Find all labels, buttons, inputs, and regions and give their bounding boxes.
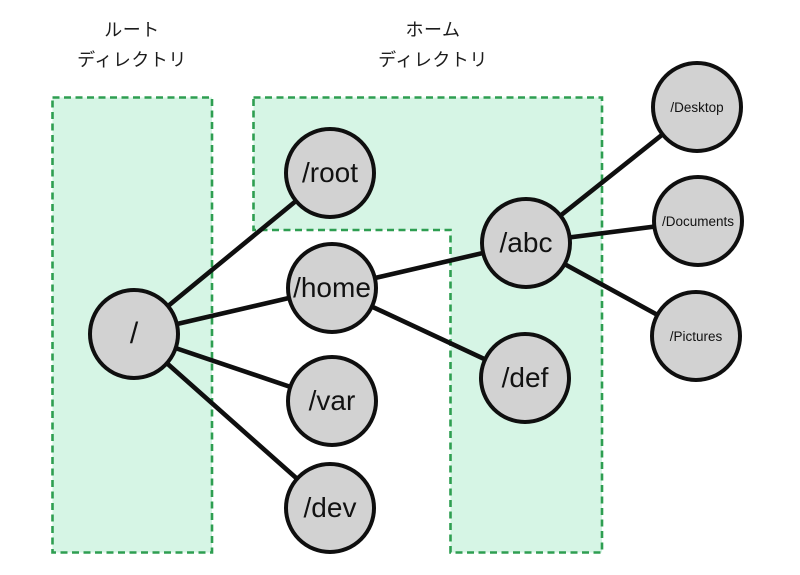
root-directory-label-line1: ルート: [104, 20, 160, 40]
root-directory-label-line2: ディレクトリ: [77, 50, 187, 70]
node-documents: /Documents: [652, 175, 744, 267]
node-slash-label: /: [129, 317, 139, 350]
node-abc: /abc: [480, 197, 572, 289]
node-home-label: /home: [293, 272, 371, 303]
node-abc-label: /abc: [499, 227, 553, 258]
node-desktop: /Desktop: [651, 61, 743, 153]
node-var-label: /var: [308, 385, 356, 416]
node-dev: /dev: [284, 462, 376, 554]
node-documents-label: /Documents: [661, 213, 735, 229]
node-slash: /: [88, 288, 180, 380]
home-directory-label-line2: ディレクトリ: [378, 50, 488, 70]
node-pictures: /Pictures: [650, 290, 742, 382]
home-directory-label-line1: ホーム: [405, 20, 461, 40]
node-pictures-label: /Pictures: [669, 328, 723, 344]
node-root-label: /root: [301, 157, 359, 188]
root-directory-label: ルート ディレクトリ: [52, 15, 212, 75]
node-dev-label: /dev: [303, 492, 357, 523]
node-home: /home: [286, 242, 378, 334]
node-var: /var: [286, 355, 378, 447]
node-def: /def: [479, 332, 571, 424]
home-directory-label: ホーム ディレクトリ: [277, 15, 589, 75]
node-def-label: /def: [501, 362, 549, 393]
node-root: /root: [284, 127, 376, 219]
node-desktop-label: /Desktop: [670, 99, 724, 115]
